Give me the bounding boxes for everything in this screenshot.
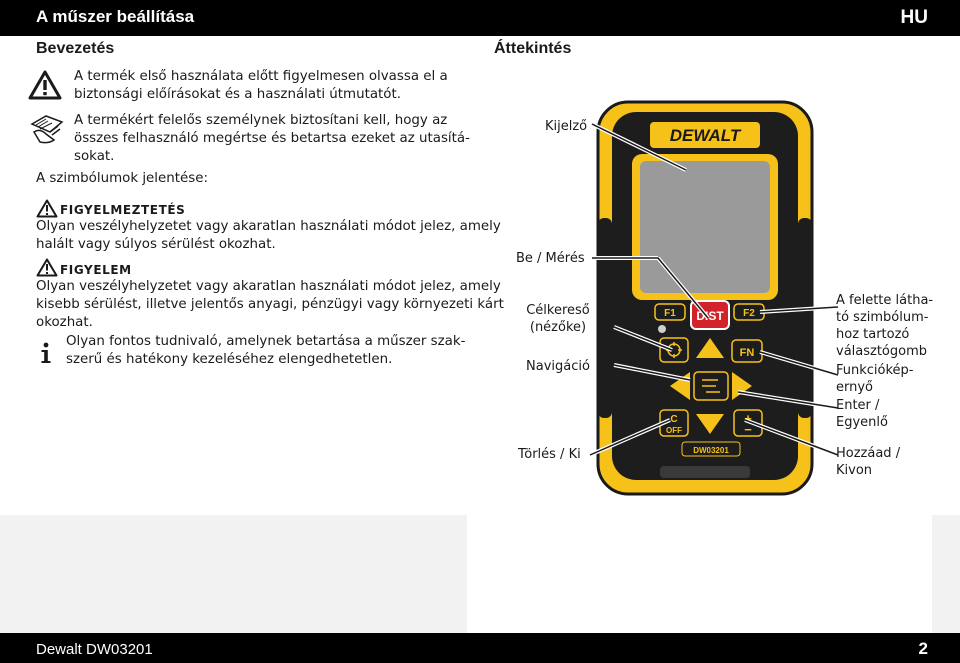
brand-logo: DEWALT [670, 126, 742, 145]
intro-text: A termék első használata előtt figyelmes… [74, 69, 448, 102]
footer-panel-right [932, 515, 960, 633]
label-add-subtract: Hozzáad / Kivon [836, 446, 901, 478]
info-text: Olyan fontos tudnivaló, amelynek betartá… [66, 334, 466, 367]
svg-text:FN: FN [740, 347, 755, 359]
model-label: DW03201 [693, 446, 729, 455]
footer-model: Dewalt DW03201 [36, 641, 153, 658]
svg-text:−: − [744, 422, 752, 437]
nav-up-arrow [696, 338, 724, 358]
overview-heading: Áttekintés [494, 40, 572, 57]
caution-label: FIGYELEM [60, 263, 132, 277]
nav-right-arrow [732, 372, 752, 400]
warning-label: FIGYELMEZTETÉS [60, 203, 186, 217]
label-clear-off: Törlés / Ki [518, 447, 581, 462]
warning-icon [36, 199, 58, 218]
label-on-measure: Be / Mérés [516, 251, 585, 266]
warning-text: Olyan veszélyhelyzetet vagy akaratlan ha… [36, 219, 501, 252]
nav-down-arrow [696, 414, 724, 434]
caution-text: Olyan veszélyhelyzetet vagy akaratlan ha… [36, 279, 504, 330]
label-navigation: Navigáció [526, 359, 590, 374]
finder-button [659, 337, 689, 363]
footer-panel-left [0, 515, 467, 633]
language-code: HU [900, 7, 928, 28]
svg-text:+: + [744, 411, 752, 426]
warning-icon [28, 70, 62, 100]
label-enter: Enter / Egyenlő [836, 398, 888, 430]
label-display: Kijelző [545, 119, 588, 134]
page-number: 2 [918, 639, 928, 658]
symbols-title: A szimbólumok jelentése: [36, 171, 208, 186]
responsibility-text: A termékért felelős személynek biztosíta… [74, 113, 470, 164]
label-finder: Célkereső (nézőke) [526, 303, 590, 335]
info-icon [41, 342, 51, 363]
brand-plate [650, 122, 760, 148]
caution-icon [36, 258, 58, 277]
svg-text:C: C [670, 414, 677, 425]
f1-button [654, 303, 686, 321]
display-screen [640, 161, 770, 293]
header-bar: A műszer beállítása HU [0, 0, 960, 36]
svg-text:F2: F2 [743, 308, 755, 319]
label-function-screen: Funkciókép- ernyő [836, 363, 914, 395]
svg-text:OFF: OFF [666, 426, 682, 435]
label-above-symbol: A felette látha- tó szimbólum- hoz tarto… [836, 293, 934, 359]
svg-text:F1: F1 [664, 308, 676, 319]
page-title: A műszer beállítása [36, 7, 195, 26]
intro-heading: Bevezetés [36, 40, 115, 57]
manual-hand-icon [30, 115, 64, 144]
footer-bar: Dewalt DW03201 2 [0, 633, 960, 663]
